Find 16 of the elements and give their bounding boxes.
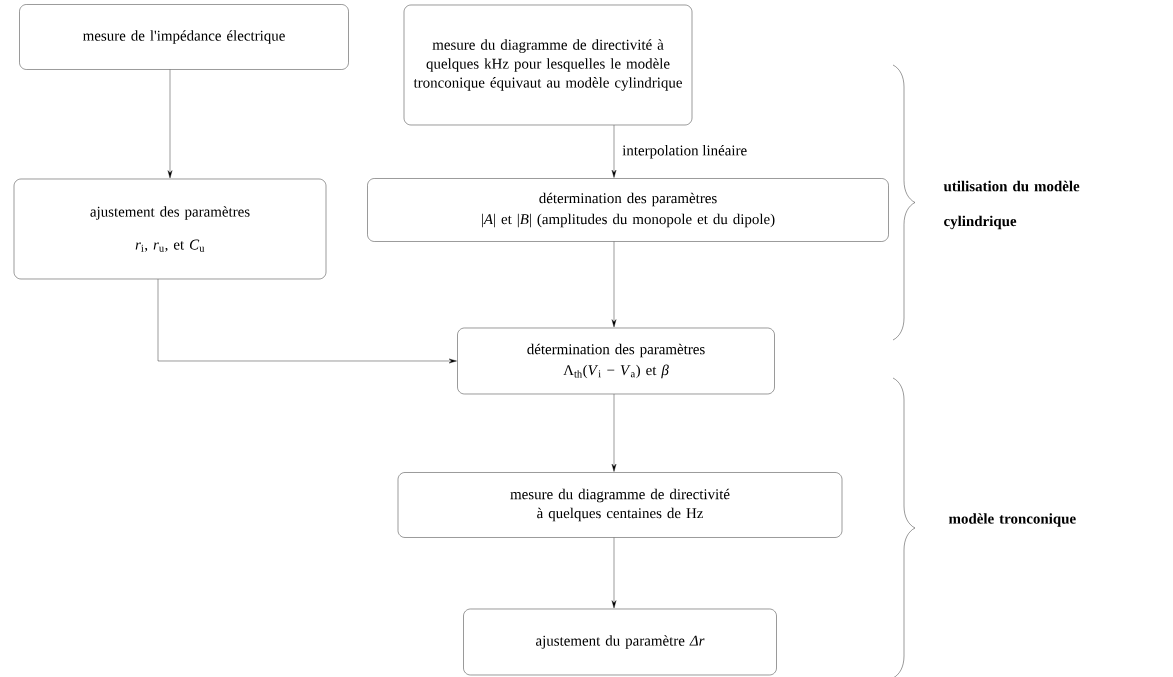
- brace-label: utilisation du modèle cylindrique: [943, 180, 1080, 230]
- process-box: détermination des paramètres Λ$_{th}$(V$_{i}$ − V$_{a}$) et β: [457, 327, 775, 395]
- process-box: mesure de l'impédance électrique: [19, 4, 349, 70]
- process-box: mesure du diagramme de directivité à quelques kHz pour lesquelles le modèle tronconique équivaut au modèle cylindrique: [403, 4, 693, 126]
- process-box: détermination des paramètres |A| et |B| (amplitudes du monopole et du dipole): [367, 178, 889, 242]
- brace-label: modèle tronconique: [948, 513, 1076, 527]
- arrow: [611, 241, 617, 328]
- process-box: ajustement des paramètres r$_{i}$, r$_{u}$, et C$_{u}$: [13, 178, 327, 280]
- edge-label: interpolation linéaire: [622, 144, 747, 159]
- process-box: ajustement du paramètre Δr: [463, 608, 777, 676]
- arrow: [611, 125, 617, 178]
- arrow: [611, 394, 617, 472]
- arrow: [157, 279, 457, 364]
- process-box: mesure du diagramme de directivité à quelques centaines de Hz: [397, 472, 843, 538]
- arrow: [611, 537, 617, 609]
- arrow: [167, 69, 173, 179]
